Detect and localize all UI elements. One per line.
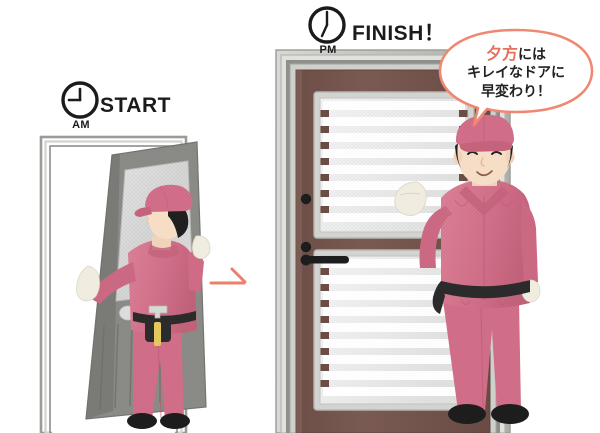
finish-label: FINISH！	[352, 22, 446, 45]
speech-bubble-line-2: キレイなドアに	[467, 64, 565, 80]
left-worker-shoe-b	[160, 413, 190, 429]
speech-bubble-line-3: 早変わり！	[481, 83, 551, 99]
hammer-head	[148, 305, 168, 319]
speech-bubble-accent: 夕方	[485, 46, 518, 63]
right-worker-eye-left	[467, 151, 478, 155]
hammer-handle	[154, 322, 161, 346]
right-worker-cap	[455, 114, 514, 152]
right-worker-hand-on-door	[394, 181, 427, 216]
left-worker-tool-belt	[133, 305, 196, 346]
right-arrow-icon	[209, 267, 247, 285]
right-worker-tool-belt	[432, 280, 530, 314]
right-worker-shoe-a	[448, 404, 486, 424]
right-worker-mouth	[476, 170, 493, 177]
right-worker-shoe-b	[491, 404, 529, 424]
speech-bubble-line-1-rest: には	[518, 46, 546, 62]
worker-standing-presenting	[394, 114, 541, 424]
left-worker-cap	[134, 184, 193, 217]
am-label: AM	[72, 119, 90, 131]
pm-label: PM	[319, 44, 337, 56]
left-worker-hand-b	[192, 235, 211, 259]
speech-bubble	[438, 28, 594, 127]
clock-pm-icon	[308, 6, 346, 44]
new-door-upper-glass-panel	[313, 91, 475, 239]
speech-bubble-line-1: 夕方には	[461, 45, 571, 65]
worker-carrying-door	[76, 184, 211, 429]
new-door-lock[interactable]	[300, 193, 312, 205]
clock-am-icon	[61, 81, 99, 119]
right-worker-eye-right	[491, 151, 502, 155]
start-label: START	[100, 94, 171, 117]
left-worker-shoe-a	[127, 413, 157, 429]
new-door-lock-lower[interactable]	[300, 241, 312, 253]
new-door-handle[interactable]	[300, 254, 349, 266]
left-worker-hand-a	[76, 265, 100, 302]
